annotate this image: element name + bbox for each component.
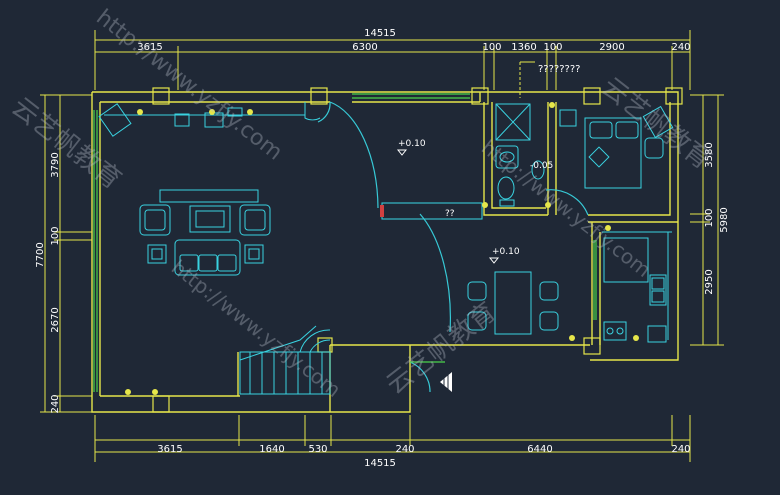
dim-right-row: 3580 100 2950 [704,142,715,294]
dim-bottom-4: 240 [395,444,414,455]
dining-set [467,271,559,335]
dim-top-6: 2900 [599,42,624,53]
watermarks: http://www.yzfjy.com http://www.yzfjy.co… [6,5,717,402]
watermark-url-1: http://www.yzfjy.com [91,5,287,165]
dim-bottom-row: 3615 1640 530 240 6440 240 [157,444,690,455]
dim-top-7: 240 [671,42,690,53]
top-dimension-lines [94,30,691,98]
note-top: ???????? [538,64,580,75]
dim-bottom-2: 1640 [259,444,284,455]
windows [93,93,597,392]
walls [91,91,679,413]
note-mid: ?? [445,209,455,219]
dim-left-row: 3790 100 2670 240 [50,152,61,413]
level-marker-a: +0.10 [396,139,426,156]
dim-left-2: 100 [50,226,61,245]
dim-left-3: 2670 [50,307,61,332]
entry-arrow-icon [440,372,452,392]
dim-right-1: 3580 [704,142,715,167]
left-dimension-lines [40,94,92,413]
dim-top-2: 6300 [352,42,377,53]
svg-text:+0.10: +0.10 [492,247,520,257]
bottom-dimension-lines [94,415,691,462]
dim-bottom-1: 3615 [157,444,182,455]
dim-right-3: 2950 [704,269,715,294]
level-marker-c: -0.05 [530,161,553,171]
dim-bottom-total: 14515 [364,458,396,469]
right-dimension-lines [690,94,724,346]
dim-left-1: 3790 [50,152,61,177]
watermark-brand-3: 云艺帆教育 [596,72,717,176]
dim-top-3: 100 [482,42,501,53]
staircase [239,325,331,395]
dim-top-1: 3615 [137,42,162,53]
dim-top-5: 100 [543,42,562,53]
corridor-partition [380,202,483,220]
kitchen-fixtures [602,231,672,343]
dim-left-4: 240 [50,394,61,413]
watermark-brand-1: 云艺帆教育 [381,297,502,401]
dim-top-row: 3615 6300 100 1360 100 2900 240 [137,42,690,53]
level-marker-b: +0.10 [488,247,520,264]
wall-cabinet [98,102,321,137]
living-room-furniture [139,189,271,276]
dim-top-total: 14515 [364,28,396,39]
columns [152,87,683,413]
dim-bottom-6: 240 [671,444,690,455]
fixture-markers [125,102,639,395]
svg-text:+0.10: +0.10 [398,139,426,149]
bedroom-furniture [559,105,674,189]
doors [317,101,589,393]
dim-bottom-5: 6440 [527,444,552,455]
dim-bottom-3: 530 [308,444,327,455]
svg-text:-0.05: -0.05 [530,161,553,171]
watermark-brand-2: 云艺帆教育 [6,92,127,196]
dim-left-total: 7700 [35,242,46,267]
watermark-url-2: http://www.yzfjy.com [167,255,346,402]
dim-top-4: 1360 [511,42,536,53]
dim-right-total: 5980 [719,207,730,232]
dim-right-2: 100 [704,208,715,227]
bathroom-fixtures [495,103,545,207]
